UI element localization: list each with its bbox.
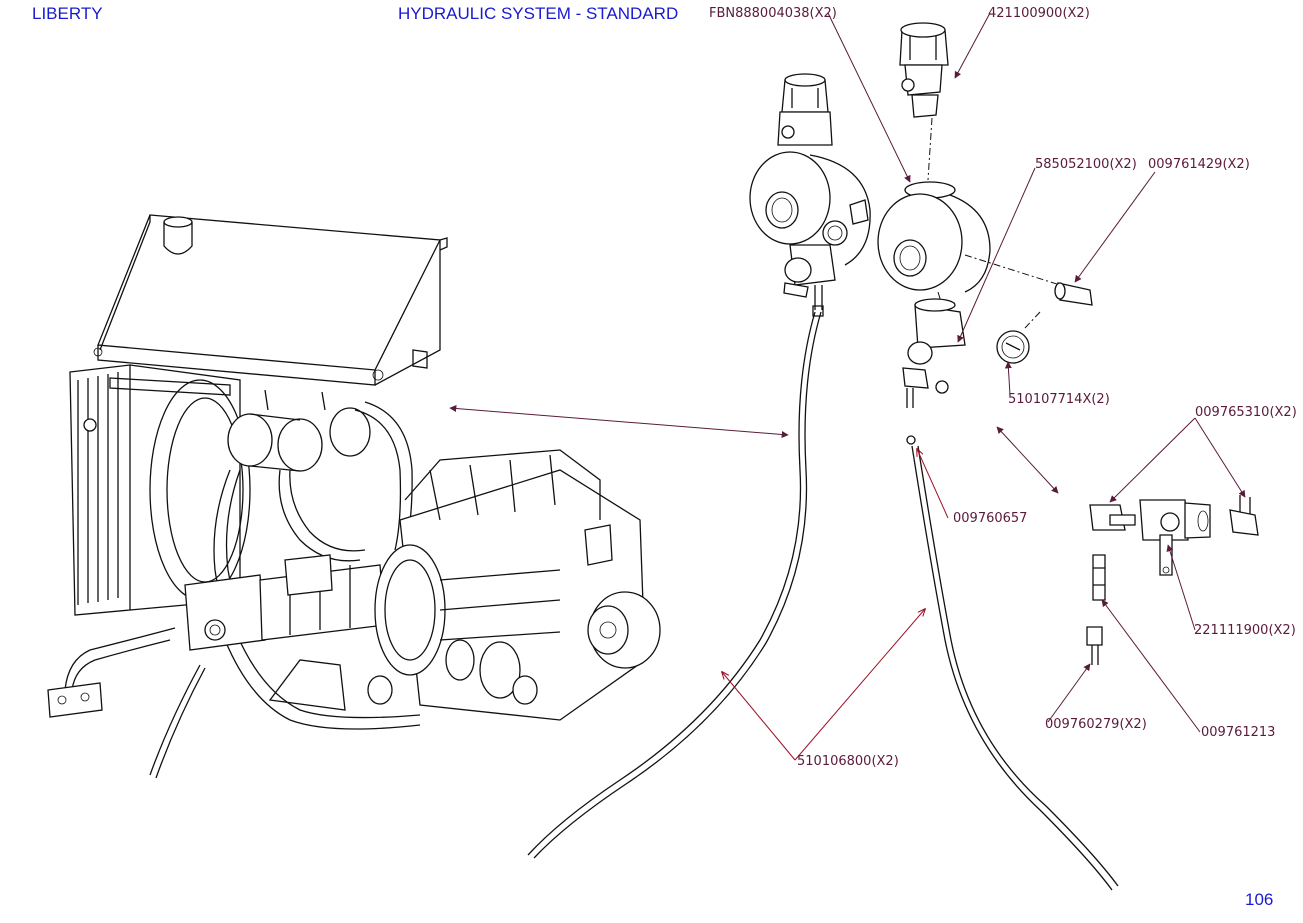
- test-hose-left-drawing: [527, 305, 824, 859]
- callout-p4: 009761429(X2): [1148, 157, 1250, 172]
- filter-head-assembled-drawing: [749, 73, 871, 310]
- brand-label: LIBERTY: [32, 4, 103, 23]
- callout-p5: 510107714X(2): [1008, 392, 1110, 407]
- filter-head-exploded-drawing: [877, 22, 1093, 445]
- return-filters-drawing: [227, 389, 371, 472]
- callout-leaders: [722, 12, 1246, 761]
- pump-valve-drawing: [47, 554, 386, 718]
- hoses-drawing: [64, 401, 421, 779]
- test-port-detail: [527, 22, 1259, 891]
- hydraulic-tank-drawing: [93, 214, 448, 386]
- callout-p7: 009760657: [953, 511, 1028, 526]
- page-number: 106: [1245, 890, 1274, 909]
- callout-p9: 009760279(X2): [1045, 717, 1147, 732]
- connection-arrow-left: [449, 405, 789, 438]
- page-title: HYDRAULIC SYSTEM - STANDARD: [398, 4, 679, 23]
- callout-p1: FBN888004038(X2): [709, 6, 837, 21]
- oil-cooler-drawing: [69, 364, 251, 616]
- test-hose-right-drawing: [911, 445, 1119, 891]
- callout-p2: 421100900(X2): [988, 6, 1090, 21]
- callout-p10: 009761213: [1201, 725, 1276, 740]
- callout-p3: 585052100(X2): [1035, 157, 1137, 172]
- connection-arrow-right: [996, 426, 1059, 494]
- callout-p6: 009765310(X2): [1195, 405, 1297, 420]
- ball-valve-detail-drawing: [1086, 495, 1259, 665]
- callout-p11: 510106800(X2): [797, 754, 899, 769]
- callout-p8: 221111900(X2): [1194, 623, 1296, 638]
- engine-tank-assembly: [47, 214, 661, 779]
- diesel-engine-drawing: [268, 449, 661, 721]
